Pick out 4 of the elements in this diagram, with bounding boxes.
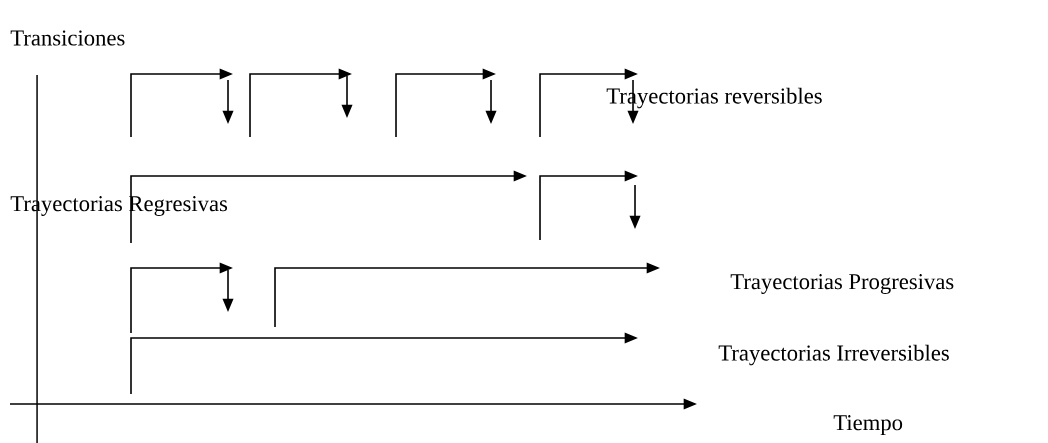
axis-label: Trayectorias Progresivas xyxy=(730,274,954,294)
axis-label: Trayectorias Irreversibles xyxy=(718,344,949,366)
axis-label: Tiempo xyxy=(833,415,903,435)
axis-label: Transiciones xyxy=(10,30,125,46)
